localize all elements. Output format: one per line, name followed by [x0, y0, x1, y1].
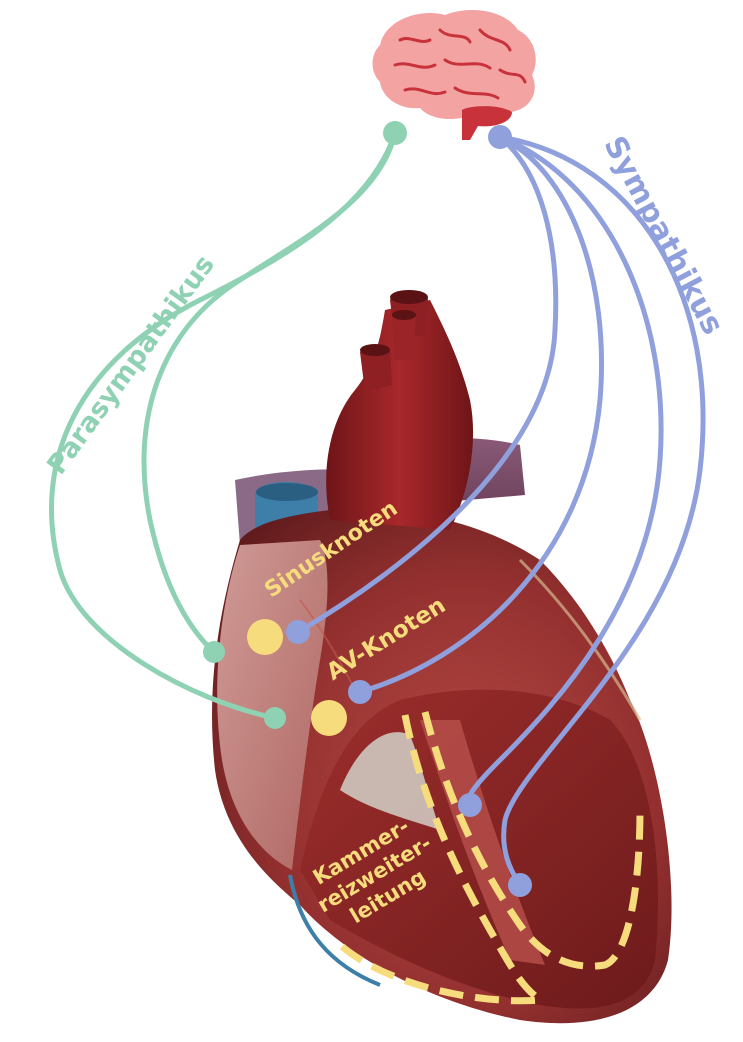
aortic-branch-2-opening — [392, 310, 416, 320]
parasympathetic-origin-dot — [383, 121, 407, 145]
sinus-node-dot — [247, 619, 283, 655]
sympathetic-end-dot-av — [348, 680, 372, 704]
parasympathetic-end-dot-1 — [203, 641, 225, 663]
aortic-branch-3-opening — [360, 344, 390, 356]
av-node-dot — [311, 700, 347, 736]
brain-icon — [373, 10, 536, 140]
vena-cava-opening — [256, 483, 318, 501]
sympathetic-end-dot-sinus — [286, 620, 310, 644]
sympathetic-end-dot-ventricle-2 — [508, 873, 532, 897]
aortic-branch-1-opening — [390, 290, 428, 304]
sympathikus-label: Sympathikus — [596, 131, 730, 341]
parasympathikus-label: Parasympathikus — [41, 250, 221, 481]
parasympathetic-end-dot-2 — [264, 707, 286, 729]
sympathetic-origin-dot — [488, 125, 512, 149]
